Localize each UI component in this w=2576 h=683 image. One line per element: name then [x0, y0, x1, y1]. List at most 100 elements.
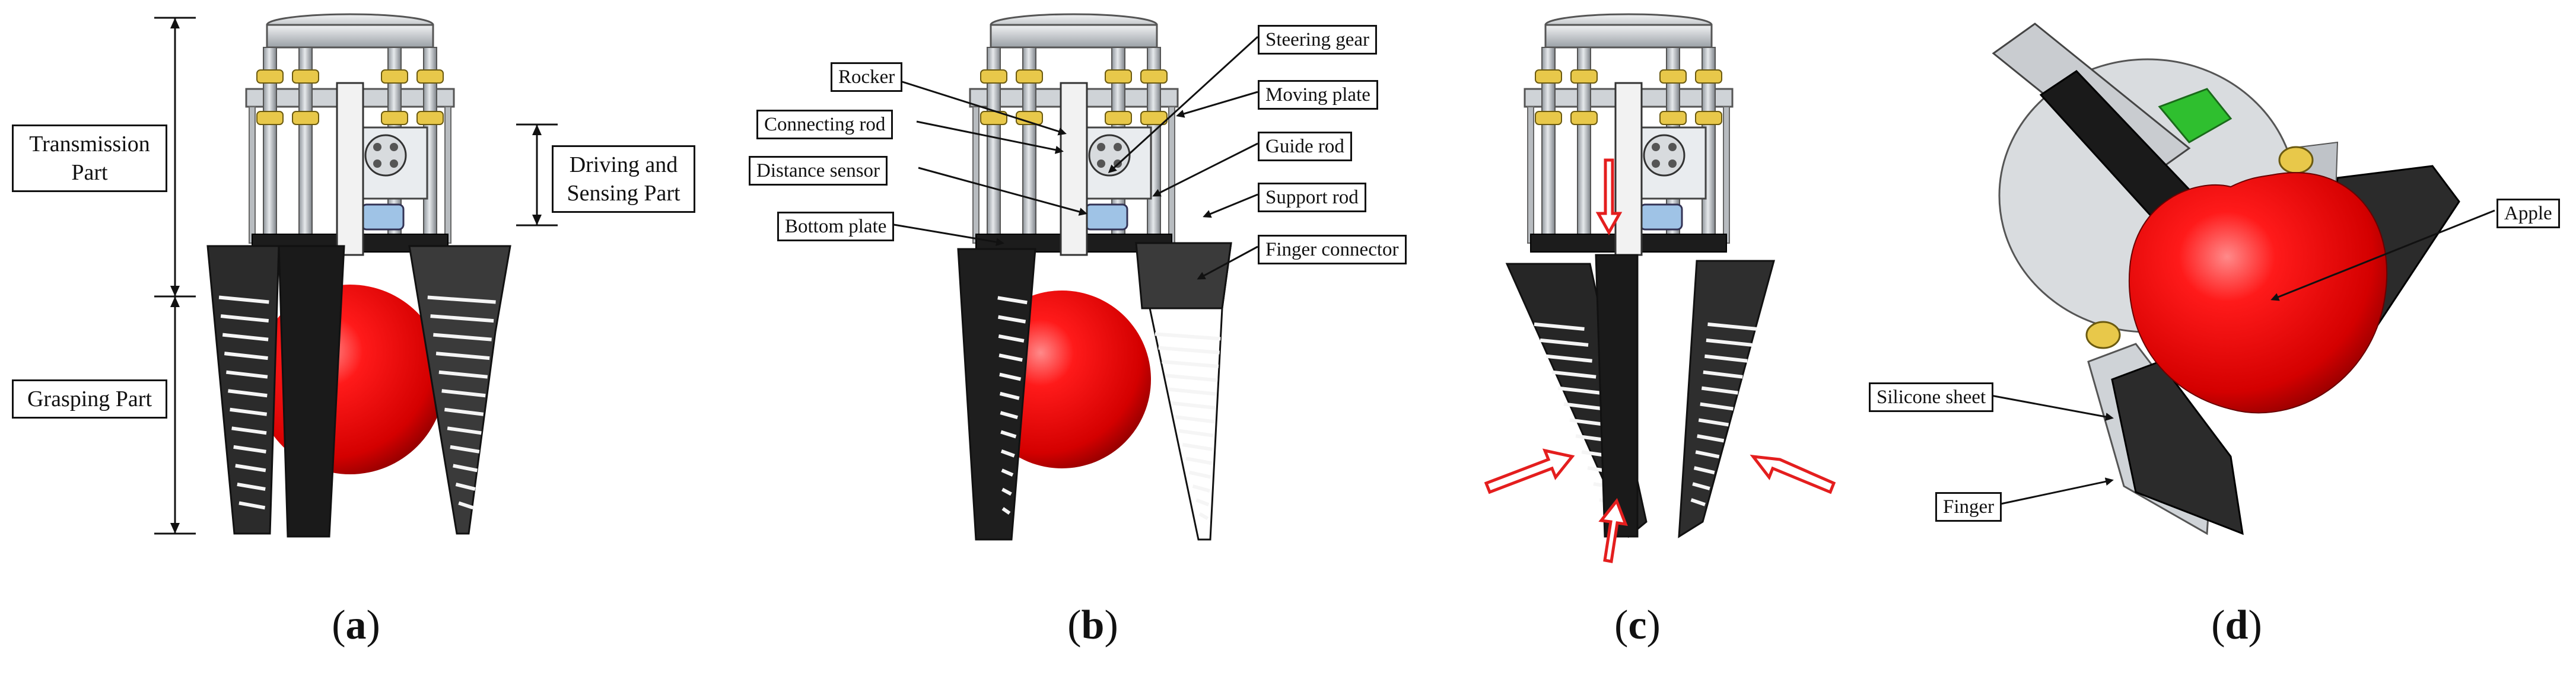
finger-rib [998, 315, 1026, 324]
finger-rib [450, 445, 480, 454]
bushing [2085, 321, 2121, 349]
finger-rib [237, 482, 266, 491]
green-part [2158, 88, 2232, 143]
rod-bushing [256, 111, 284, 125]
finger-rib [226, 370, 268, 379]
leader-rocker [877, 73, 1067, 136]
rod-bushing [1016, 69, 1043, 84]
label-finger: Finger [1935, 492, 2002, 522]
leader-steering-gear [1108, 36, 1259, 174]
rod-bushing [1570, 111, 1598, 125]
label-bottom-plate: Bottom plate [777, 212, 895, 241]
panel-d-gripper [1984, 23, 2495, 535]
connecting-rod [1614, 82, 1643, 256]
dimension-arrow [532, 215, 542, 225]
rod-bushing [1570, 69, 1598, 84]
leader-silicone-sheet [1984, 393, 2114, 421]
finger-rib [1698, 418, 1729, 427]
finger-rib [1000, 430, 1017, 439]
leader-finger [2000, 477, 2114, 505]
label-rocker: Rocker [831, 62, 903, 92]
rocker-screw [1652, 143, 1660, 151]
rod-bushing [1105, 111, 1132, 125]
rod-bushing [1535, 69, 1562, 84]
rocker-screw [390, 143, 398, 151]
label-driving-sensing-part: Driving and Sensing Part [552, 145, 695, 213]
motion-arrow-right [1484, 448, 1575, 494]
finger-rib [230, 407, 268, 416]
rod-bushing [292, 69, 319, 84]
finger-rib [1001, 468, 1014, 477]
rocker-screw [373, 159, 381, 168]
finger-rib [458, 501, 474, 510]
label-silicone-sheet: Silicone sheet [1869, 382, 1994, 412]
rod-bushing [1140, 69, 1168, 84]
finger-right [1678, 260, 1775, 538]
connecting-rod [1060, 82, 1088, 256]
leader-bottom-plate [886, 222, 1004, 247]
finger-rib [1692, 482, 1710, 491]
finger-rib [238, 501, 266, 510]
connecting-rod [336, 82, 364, 256]
leader-apple [2270, 209, 2495, 301]
bushing [2278, 146, 2314, 174]
leader-distance-sensor [918, 167, 1087, 216]
finger-rib [997, 296, 1028, 305]
rod-bushing [1535, 111, 1562, 125]
finger-rib [1707, 322, 1757, 331]
distance-sensor [1639, 203, 1683, 231]
leader-finger-connector [1197, 245, 1258, 280]
support-rod [444, 106, 451, 244]
rocker-screw [1652, 159, 1660, 168]
apple [2129, 172, 2388, 414]
finger-center [1595, 254, 1639, 538]
finger-rib [1172, 401, 1216, 410]
rocker-screw [373, 143, 381, 151]
finger-rib [1178, 429, 1214, 438]
rod-bushing [1659, 111, 1687, 125]
leader-guide-rod [1152, 142, 1258, 197]
finger-rib [1545, 354, 1592, 363]
finger-rib [1168, 387, 1217, 396]
label-finger-connector: Finger connector [1258, 235, 1407, 264]
motion-arrow-up [1598, 498, 1628, 563]
finger-rib [1001, 507, 1011, 515]
finger-rib [1557, 386, 1601, 395]
rod-bushing [1105, 69, 1132, 84]
label-grasping-part: Grasping Part [12, 379, 167, 419]
finger-rib [1704, 354, 1748, 363]
finger-rib [233, 445, 266, 454]
finger-rib [1563, 402, 1604, 411]
leader-connecting-rod [916, 120, 1064, 154]
finger-left [957, 248, 1036, 541]
finger-connector [1135, 242, 1232, 309]
finger-rib [433, 333, 492, 342]
finger-rib [1701, 386, 1738, 395]
dimension-arrow [170, 523, 180, 534]
finger-rib [1534, 322, 1585, 331]
dimension-arrow [532, 125, 542, 135]
dimension-arrow [170, 18, 180, 28]
finger-rib [1703, 370, 1743, 379]
finger-rib [1000, 411, 1018, 420]
finger-rib [438, 370, 488, 379]
finger-bottom [2111, 360, 2244, 535]
distance-sensor [361, 203, 405, 231]
rod-bushing [980, 69, 1007, 84]
finger-rib [1162, 360, 1219, 368]
finger-rib [441, 389, 486, 398]
finger-rib [235, 464, 266, 473]
finger-rib [1198, 512, 1209, 521]
rod-bushing [1695, 69, 1722, 84]
support-rod [972, 106, 979, 244]
label-distance-sensor: Distance sensor [749, 156, 888, 186]
distance-sensor [1085, 203, 1128, 231]
rod-bushing [416, 111, 444, 125]
rocker [1088, 134, 1131, 177]
rod-bushing [381, 111, 408, 125]
finger-rib [444, 407, 484, 416]
label-moving-plate: Moving plate [1258, 80, 1378, 110]
finger-rib [1192, 484, 1210, 493]
rod-bushing [1659, 69, 1687, 84]
